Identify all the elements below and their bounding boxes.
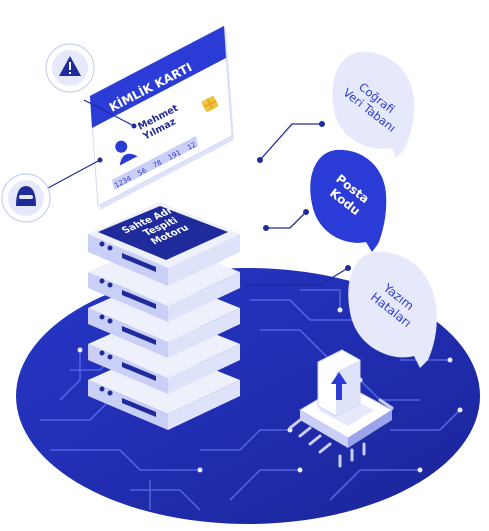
user-icon <box>115 140 138 166</box>
bubble-geo-database: Coğrafi Veri Tabanı <box>332 51 415 158</box>
hacker-badge <box>1 157 103 223</box>
id-card-number: 78 <box>152 159 164 170</box>
bubble-typos: Yazım Hataları <box>348 251 437 368</box>
id-card: KİMLİK KARTI Mehmet Yılmaz 1234 56 78 19… <box>89 25 234 210</box>
server-stack: Sahte Adres Tespiti Motoru <box>88 201 240 430</box>
id-card-number: 56 <box>136 166 148 177</box>
bubble-postal-code: Posta Kodu <box>310 149 387 252</box>
upload-box <box>317 349 361 417</box>
upload-arrow-icon <box>331 372 347 400</box>
chip-gold-icon <box>201 96 219 112</box>
warning-badge <box>45 43 137 129</box>
hacker-icon <box>16 186 36 206</box>
warning-icon <box>59 56 81 76</box>
id-card-number: 12 <box>186 141 198 152</box>
server-unit-top <box>88 202 240 286</box>
